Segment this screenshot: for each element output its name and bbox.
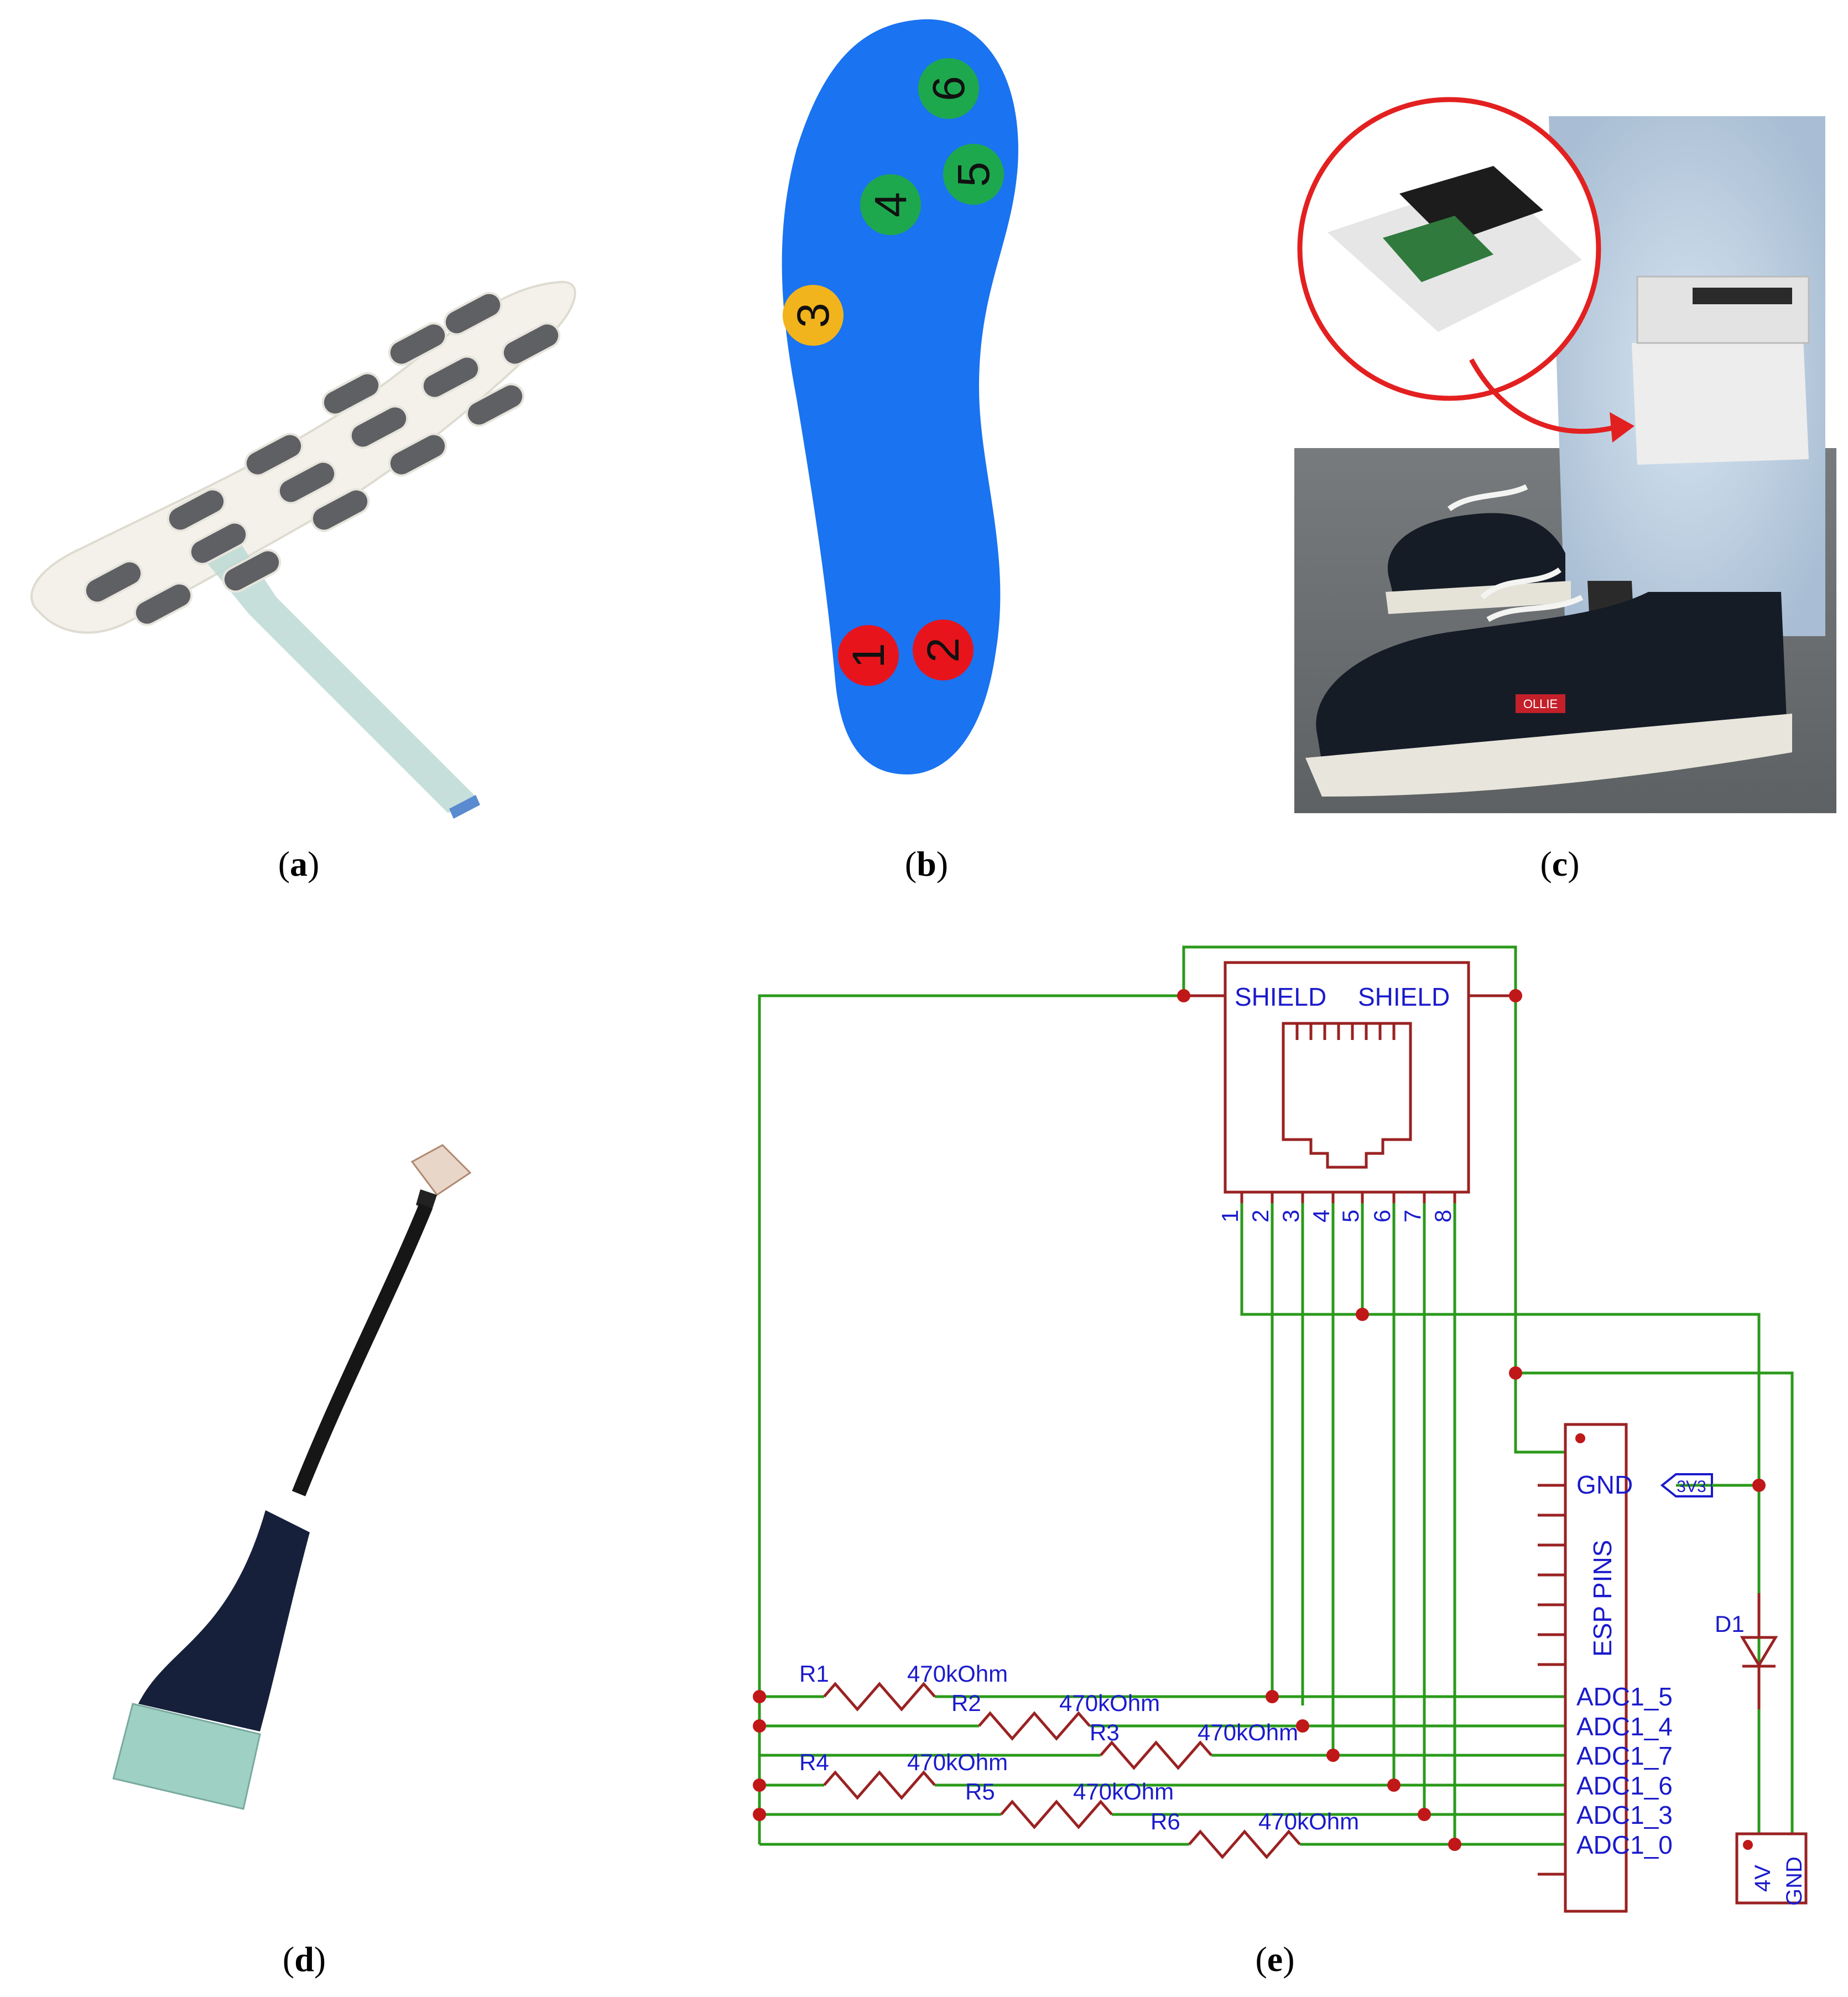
wires bbox=[758, 945, 1794, 1846]
shoe-body bbox=[1316, 592, 1787, 763]
panel-d-rj45-cable bbox=[112, 1144, 472, 1810]
flex-cable-contacts bbox=[449, 795, 480, 819]
shield-right-label: SHIELD bbox=[1358, 982, 1450, 1011]
device-header-pins bbox=[1693, 288, 1792, 304]
supply-label: 3V3 bbox=[1677, 1478, 1706, 1496]
diode-d1: D1 bbox=[1715, 1593, 1778, 1709]
sensor-marker-5: 5 bbox=[943, 144, 1004, 205]
resistor-r4-name: R4 bbox=[799, 1749, 829, 1775]
resistor-r5: R5 470kOhm bbox=[965, 1778, 1174, 1829]
shoe-badge bbox=[1516, 694, 1565, 713]
resistor-r1-value: 470kOhm bbox=[907, 1661, 1008, 1687]
junction-dots bbox=[753, 989, 1766, 1851]
insole-outline bbox=[782, 19, 1018, 774]
pin-3-label: 3 bbox=[1278, 1210, 1304, 1223]
flex-connector bbox=[112, 1703, 261, 1810]
pin-8-label: 8 bbox=[1430, 1210, 1456, 1223]
resistor-r3: R3 470kOhm bbox=[1090, 1719, 1298, 1770]
esp-title-label: ESP PINS bbox=[1588, 1540, 1617, 1657]
rj45-plug bbox=[410, 1144, 472, 1197]
sensor-marker-3: 3 bbox=[783, 285, 844, 346]
resistor-r6-value: 470kOhm bbox=[1258, 1808, 1359, 1834]
adc-label-r1: ADC1_5 bbox=[1576, 1682, 1673, 1711]
sensor-marker-4: 4 bbox=[860, 174, 921, 235]
caption-c: (c) bbox=[1540, 844, 1579, 883]
resistor-r2-name: R2 bbox=[951, 1690, 981, 1716]
panel-c-worn-device-photo: OLLIE bbox=[1294, 97, 1836, 813]
pin-5-label: 5 bbox=[1337, 1210, 1363, 1223]
rj45-connector-symbol: SHIELD SHIELD 1 2 3 4 5 6 7 8 bbox=[1184, 961, 1516, 1223]
caption-a: (a) bbox=[278, 844, 320, 883]
resistor-r6: R6 470kOhm bbox=[1151, 1808, 1359, 1859]
caption-e: (e) bbox=[1255, 1939, 1294, 1979]
adc-label-r6: ADC1_0 bbox=[1576, 1830, 1673, 1859]
resistor-r5-name: R5 bbox=[965, 1778, 995, 1804]
adc-label-r4: ADC1_6 bbox=[1576, 1771, 1673, 1800]
resistor-r1: R1 470kOhm bbox=[799, 1661, 1008, 1712]
jack-icon bbox=[1282, 1022, 1412, 1169]
pin-1-label: 1 bbox=[1217, 1210, 1243, 1223]
back-shoe bbox=[1387, 513, 1565, 597]
panel-a-sensor-insole bbox=[30, 280, 576, 819]
back-shoe-sole bbox=[1386, 581, 1571, 614]
connector-body bbox=[1224, 961, 1470, 1194]
resistor-r1-name: R1 bbox=[799, 1661, 829, 1687]
caption-b: (b) bbox=[905, 844, 948, 883]
resistor-r4-value: 470kOhm bbox=[907, 1749, 1008, 1775]
pouch bbox=[1632, 337, 1809, 465]
jack-contacts bbox=[1295, 1023, 1396, 1040]
adc-label-r2: ADC1_4 bbox=[1576, 1712, 1673, 1741]
inset-pcb bbox=[1383, 216, 1493, 282]
connector-pin-stubs bbox=[1184, 994, 1516, 1203]
sensor-label-1: 1 bbox=[844, 643, 894, 668]
sensor-pads bbox=[84, 292, 561, 626]
battery-pos-label: 4V bbox=[1751, 1865, 1775, 1892]
esp-header-body bbox=[1564, 1423, 1628, 1913]
resistor-r3-value: 470kOhm bbox=[1198, 1719, 1298, 1745]
diode-label: D1 bbox=[1715, 1611, 1745, 1637]
device-case bbox=[1636, 275, 1810, 344]
molded-housing bbox=[138, 1510, 310, 1731]
battery-body bbox=[1735, 1832, 1808, 1905]
panel-b-insole-map: 1 2 3 4 5 6 bbox=[782, 19, 1018, 774]
esp-pin-stubs bbox=[1538, 1484, 1565, 1876]
caption-d: (d) bbox=[283, 1939, 326, 1979]
resistor-r5-value: 470kOhm bbox=[1073, 1778, 1174, 1804]
battery-neg-label: GND bbox=[1782, 1856, 1807, 1906]
adc-label-r3: ADC1_7 bbox=[1576, 1741, 1673, 1770]
pin-6-label: 6 bbox=[1369, 1210, 1395, 1223]
sensor-marker-6: 6 bbox=[918, 58, 979, 119]
esp-gnd-label: GND bbox=[1576, 1470, 1633, 1499]
sensor-label-2: 2 bbox=[918, 637, 969, 663]
inset-arrow bbox=[1469, 358, 1622, 434]
resistor-r6-name: R6 bbox=[1151, 1808, 1180, 1834]
adc-label-r5: ADC1_3 bbox=[1576, 1801, 1673, 1829]
flex-cable bbox=[199, 531, 476, 813]
resistor-r2-value: 470kOhm bbox=[1059, 1690, 1160, 1716]
shoe-sole bbox=[1305, 714, 1792, 797]
pin-4-label: 4 bbox=[1308, 1210, 1334, 1223]
sensor-marker-2: 2 bbox=[913, 620, 974, 680]
resistor-r3-name: R3 bbox=[1090, 1719, 1120, 1745]
sensor-label-4: 4 bbox=[866, 192, 916, 217]
panel-e-schematic: SHIELD SHIELD 1 2 3 4 5 6 7 8 GND ESP PI… bbox=[753, 945, 1808, 1913]
pin-7-label: 7 bbox=[1399, 1210, 1425, 1223]
cable bbox=[291, 1203, 433, 1496]
sensor-label-3: 3 bbox=[788, 303, 839, 328]
pin-2-label: 2 bbox=[1247, 1210, 1273, 1223]
battery-block: 4V GND bbox=[1735, 1832, 1808, 1906]
sensor-label-6: 6 bbox=[924, 76, 974, 101]
lace-strands bbox=[1448, 484, 1584, 622]
esp-pins-header: GND ESP PINS ADC1_5 ADC1_4 ADC1_7 ADC1_6… bbox=[1538, 1423, 1673, 1913]
resistor-r4: R4 470kOhm bbox=[799, 1749, 1008, 1800]
shield-left-label: SHIELD bbox=[1235, 982, 1326, 1011]
sensor-marker-1: 1 bbox=[838, 625, 899, 686]
sensor-label-5: 5 bbox=[949, 162, 999, 187]
supply-3v3-flag: 3V3 bbox=[1660, 1473, 1759, 1497]
resistor-r2: R2 470kOhm bbox=[951, 1690, 1160, 1741]
inset-arrow-head bbox=[1610, 412, 1634, 443]
shoe-badge-text: OLLIE bbox=[1523, 697, 1558, 711]
